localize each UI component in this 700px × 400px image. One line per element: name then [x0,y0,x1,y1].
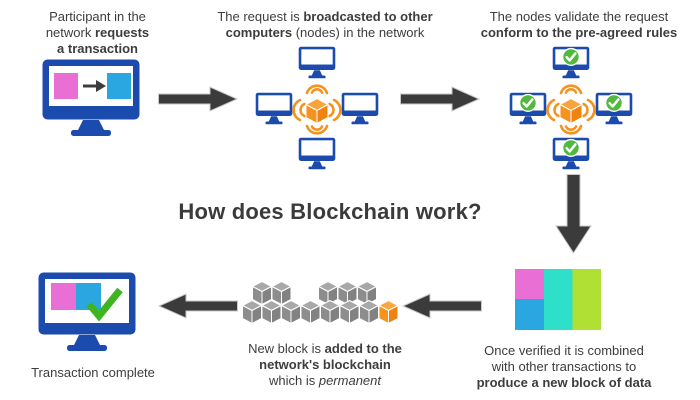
arrow-right-icon [158,86,238,112]
complete-label: Transaction complete [31,365,155,380]
combine-line3-bold: produce a new block of data [476,375,652,390]
request-line1: Participant in the [49,9,146,24]
broadcast-line1-bold: broadcasted to other [303,9,433,24]
arrow-left-icon [402,293,482,319]
data-block-icon [515,269,601,330]
validate-line1: The nodes validate the request [489,9,669,24]
combine-line1: Once verified it is combined [484,343,644,358]
arrow-down-icon [555,174,592,254]
node-check-monitor-icon [509,92,547,125]
complete-monitor-icon [38,272,136,351]
request-line3-bold: a transaction [57,41,138,56]
node-monitor-icon [298,137,336,170]
step-complete-text: Transaction complete [13,365,173,381]
broadcast-line1-normal: The request is [217,9,304,24]
page-title: How does Blockchain work? [178,199,482,224]
request-line2-bold: requests [94,25,150,40]
broadcast-line2-bold: computers [225,25,293,40]
addblock-line2-bold: network's blockchain [259,357,391,372]
arrow-right-icon [400,86,480,112]
step-combine-text: Once verified it is combined with other … [453,343,675,391]
addblock-line1-bold: added to the [324,341,402,356]
request-line2-normal: network [45,25,95,40]
arrow-left-icon [158,293,238,319]
transaction-monitor-icon [42,59,140,136]
broadcast-network-icon [255,46,379,170]
node-monitor-icon [298,46,336,79]
step-validate-text: The nodes validate the request conform t… [465,9,693,41]
broadcast-cube-icon [546,84,596,135]
blockchain-cubes-icon [242,281,399,324]
step-broadcast-text: The request is broadcasted to other comp… [215,9,435,41]
broadcast-cube-icon [292,84,342,135]
validate-line2-bold: conform to the pre-agreed rules [480,25,678,40]
node-check-monitor-icon [595,92,633,125]
addblock-line3-italic: permanent [318,373,381,388]
node-monitor-icon [341,92,379,125]
validated-network-icon [509,46,633,170]
node-check-monitor-icon [552,137,590,170]
step-add-block-text: New block is added to the network's bloc… [215,341,435,389]
step-request-text: Participant in the network requests a tr… [10,9,185,57]
new-block-cube-icon [378,300,399,324]
combine-line2: with other transactions to [491,359,637,374]
addblock-line1-normal: New block is [248,341,325,356]
broadcast-line2-normal: (nodes) in the network [292,25,425,40]
addblock-line3-normal: which is [268,373,319,388]
node-monitor-icon [255,92,293,125]
node-check-monitor-icon [552,46,590,79]
